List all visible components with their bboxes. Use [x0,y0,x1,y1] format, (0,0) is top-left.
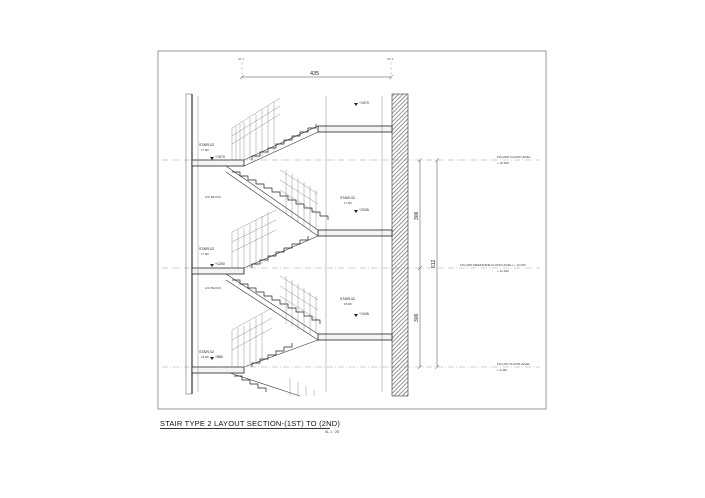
spot-level-6: +880 [215,355,223,359]
stair-tag-2-note: 17 RF [344,201,352,205]
stair-tag-1: STAIR-02 [199,143,214,147]
spot-level-2: +1570 [215,155,225,159]
stair-tag-1-note: 17 RF [201,148,209,152]
drawing-title: STAIR TYPE 2 LAYOUT SECTION-(1ST) TO (2N… [160,419,341,428]
scale-note: SL 1 : 25 [325,430,339,434]
spot-level-1: +1570 [359,101,369,105]
grid-lines [241,62,392,82]
stair-tag-2: STAIR-02 [340,196,355,200]
stair-tag-5-note: 16 RF [201,355,209,359]
spot-level-5: +1045 [359,312,369,316]
stair-tag-3: STAIR-02 [199,247,214,251]
stair-tag-5: STAIR-02 [199,350,214,354]
handrails [231,97,319,396]
right-wall-hatch [391,93,409,397]
grid-label-st2: ST 2 [387,57,394,61]
dim-lower: 306 [414,313,420,322]
stair-tag-4-note: 16 RF [344,302,352,306]
dimension-chains [197,96,383,392]
dim-upper: 306 [414,211,420,220]
floor-slabs [191,125,393,374]
level-value-mezz: + 12.330 [497,269,509,273]
stair-flights [225,125,319,397]
grid-label-st1: ST 1 [238,57,245,61]
level-lines [162,159,540,368]
level-tag-2nd: FFL(2ND FLOOR LEVEL [497,155,531,159]
sheet-frame [157,50,547,410]
left-wall [185,93,193,395]
spot-level-markers [210,103,358,360]
wall-note-1: A/C BLOCK [205,195,221,199]
title-underline [160,428,330,429]
step-profiles [232,124,329,392]
wall-note-2: A/C BLOCK [205,286,221,290]
spot-level-4: +1200 [215,262,225,266]
spot-level-3: +2345 [359,208,369,212]
overall-dimension [417,157,440,370]
level-value-1st: + 9.440 [497,368,507,372]
stair-tag-3-note: 17 RF [201,252,209,256]
stair-tag-4: STAIR-02 [340,297,355,301]
top-dimension [239,74,394,80]
level-tag-1st: FFL(1ST FLOOR LEVEL [497,362,530,366]
level-tag-mezz: FFL(1ND MEZZANINE FLOOR LEVEL) + 12.330 [460,263,526,267]
dim-total: 612 [431,259,437,268]
top-dimension-label: 435 [310,71,319,77]
level-value-2nd: + 15.400 [497,161,509,165]
